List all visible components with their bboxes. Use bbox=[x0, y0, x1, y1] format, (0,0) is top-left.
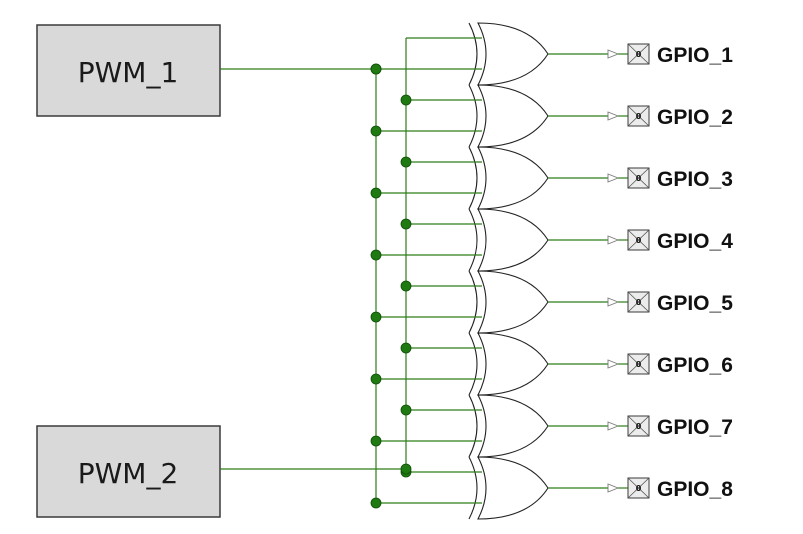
pin-value: 0 bbox=[636, 174, 642, 183]
junction-dot bbox=[370, 373, 382, 385]
output-pin-5[interactable]: 0 GPIO_5 bbox=[548, 291, 733, 315]
xor-gate bbox=[376, 84, 549, 148]
junction-dot bbox=[400, 218, 412, 230]
output-pin-6[interactable]: 0 GPIO_6 bbox=[548, 353, 733, 377]
output-pin-label: GPIO_8 bbox=[657, 478, 733, 501]
output-pin-label: GPIO_5 bbox=[657, 292, 733, 315]
output-pin-label: GPIO_7 bbox=[657, 416, 733, 439]
output-pin-4[interactable]: 0 GPIO_4 bbox=[548, 229, 733, 253]
junction-dot bbox=[400, 342, 412, 354]
xor-gate-back-arc bbox=[468, 84, 478, 148]
output-pin-label: GPIO_4 bbox=[657, 230, 733, 253]
pin-value: 0 bbox=[636, 112, 642, 121]
output-arrow-icon bbox=[607, 173, 620, 183]
pin-x-mark bbox=[627, 105, 650, 127]
xor-gate bbox=[376, 22, 549, 86]
junction-dot bbox=[400, 280, 412, 292]
output-arrow-icon bbox=[607, 483, 620, 493]
output-arrow-icon bbox=[607, 111, 620, 121]
output-pin-label: GPIO_6 bbox=[657, 354, 733, 377]
junction-dots bbox=[370, 63, 412, 509]
pin-x-mark bbox=[627, 291, 650, 313]
xor-gate-array bbox=[376, 22, 549, 520]
output-arrow-icon bbox=[607, 235, 620, 245]
junction-dot bbox=[370, 497, 382, 509]
pin-value: 0 bbox=[636, 50, 642, 59]
output-pin-7[interactable]: 0 GPIO_7 bbox=[548, 415, 733, 439]
bus-wiring bbox=[220, 38, 407, 500]
junction-dot bbox=[370, 187, 382, 199]
output-pin-label: GPIO_2 bbox=[657, 106, 733, 129]
junction-dot bbox=[400, 156, 412, 168]
xor-gate-back-arc bbox=[468, 22, 478, 86]
junction-dot bbox=[400, 463, 412, 475]
pin-value: 0 bbox=[636, 484, 642, 493]
xor-gate bbox=[376, 456, 549, 520]
output-pin-8[interactable]: 0 GPIO_8 bbox=[548, 477, 733, 501]
pin-x-mark bbox=[627, 415, 650, 437]
junction-dot bbox=[370, 249, 382, 261]
xor-gate-back-arc bbox=[468, 332, 478, 396]
xor-gate bbox=[376, 394, 549, 458]
xor-gate-body bbox=[477, 332, 549, 396]
pin-value: 0 bbox=[636, 298, 642, 307]
xor-gate-body bbox=[477, 208, 549, 272]
junction-dot bbox=[370, 63, 382, 75]
xor-gate-body bbox=[477, 394, 549, 458]
xor-gate-body bbox=[477, 22, 549, 86]
xor-gate-body bbox=[477, 270, 549, 334]
pin-x-mark bbox=[627, 167, 650, 189]
junction-dot bbox=[370, 311, 382, 323]
pwm2-block[interactable]: PWM_2 bbox=[36, 425, 221, 518]
output-arrow-icon bbox=[607, 421, 620, 431]
xor-gate bbox=[376, 332, 549, 396]
junction-dot bbox=[400, 94, 412, 106]
output-arrow-icon bbox=[607, 359, 620, 369]
output-arrow-icon bbox=[607, 49, 620, 59]
xor-gate-body bbox=[477, 146, 549, 210]
junction-dot bbox=[400, 404, 412, 416]
xor-gate bbox=[376, 208, 549, 272]
pin-value: 0 bbox=[636, 360, 642, 369]
xor-gate bbox=[376, 270, 549, 334]
junction-dot bbox=[370, 125, 382, 137]
xor-gate-back-arc bbox=[468, 146, 478, 210]
output-pin-3[interactable]: 0 GPIO_3 bbox=[548, 167, 733, 191]
xor-gate-back-arc bbox=[468, 456, 478, 520]
output-pin-1[interactable]: 0 GPIO_1 bbox=[548, 43, 733, 67]
pin-x-mark bbox=[627, 43, 650, 65]
pin-x-mark bbox=[627, 229, 650, 251]
pin-value: 0 bbox=[636, 422, 642, 431]
junction-dot bbox=[370, 435, 382, 447]
xor-gate-back-arc bbox=[468, 270, 478, 334]
output-pin-label: GPIO_1 bbox=[657, 44, 733, 67]
pin-x-mark bbox=[627, 353, 650, 375]
pwm2-label: PWM_2 bbox=[78, 457, 179, 490]
pwm1-block[interactable]: PWM_1 bbox=[36, 24, 221, 117]
pin-value: 0 bbox=[636, 236, 642, 245]
xor-gate bbox=[376, 146, 549, 210]
pwm1-label: PWM_1 bbox=[78, 56, 179, 89]
output-pin-2[interactable]: 0 GPIO_2 bbox=[548, 105, 733, 129]
pin-x-mark bbox=[627, 477, 650, 499]
xor-gate-body bbox=[477, 84, 549, 148]
output-arrow-icon bbox=[607, 297, 620, 307]
output-pin-label: GPIO_3 bbox=[657, 168, 733, 191]
xor-gate-back-arc bbox=[468, 394, 478, 458]
xor-gate-body bbox=[477, 456, 549, 520]
xor-gate-back-arc bbox=[468, 208, 478, 272]
